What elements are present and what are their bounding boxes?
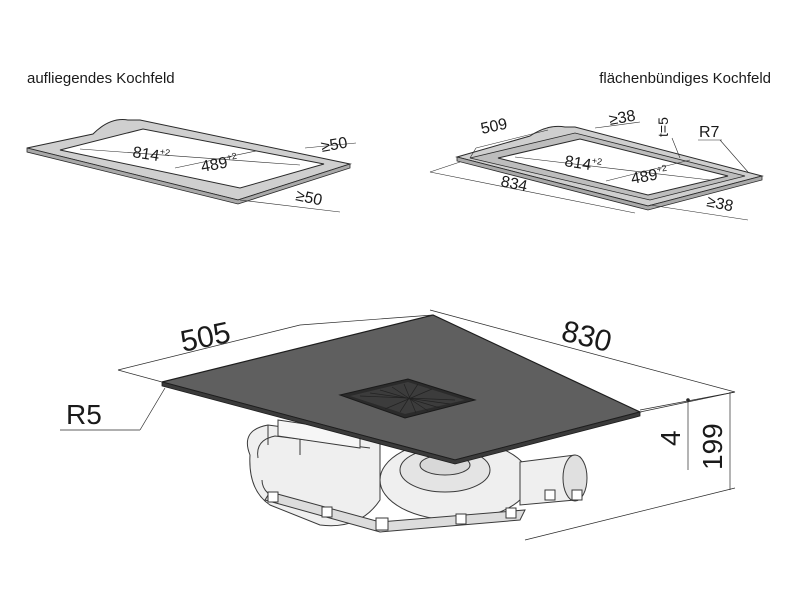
cutout-opening [59, 128, 325, 189]
main-glass-thickness: 4 [655, 430, 686, 446]
right-width-label: 489+2 [629, 163, 669, 188]
main-length-label: 830 [558, 315, 615, 359]
left-side-clearance: ≥50 [320, 135, 349, 156]
caption-surface-mounted: aufliegendes Kochfeld [27, 70, 175, 87]
main-total-height: 199 [697, 423, 728, 470]
extractor-housing [246, 419, 588, 533]
right-back-clearance: ≥38 [608, 108, 637, 129]
caption-flush-mounted: flächenbündiges Kochfeld [599, 70, 771, 87]
right-radius: R7 [699, 124, 720, 141]
hob-3d-diagram: 505 830 R5 4 199 [60, 309, 736, 541]
right-front-clearance: ≥38 [705, 193, 735, 215]
main-depth-label: 505 [178, 316, 234, 359]
surface-mount-diagram: 814+2 489+2 ≥50 ≥50 [26, 119, 357, 213]
left-length-label: 814+2 [131, 142, 170, 167]
recess-opening [497, 138, 729, 196]
flush-mount-diagram: 509 ≥38 t=5 R7 814+2 489+2 834 ≥38 [429, 108, 764, 221]
left-front-clearance: ≥50 [294, 187, 324, 209]
left-width-label: 489+2 [199, 151, 239, 176]
air-intake-grille [338, 378, 477, 419]
main-corner-radius: R5 [66, 399, 102, 430]
right-depth-outer: 509 [479, 116, 509, 138]
right-length-label: 814+2 [563, 151, 602, 176]
right-step-thickness: t=5 [655, 117, 671, 137]
right-length-outer: 834 [499, 173, 529, 195]
